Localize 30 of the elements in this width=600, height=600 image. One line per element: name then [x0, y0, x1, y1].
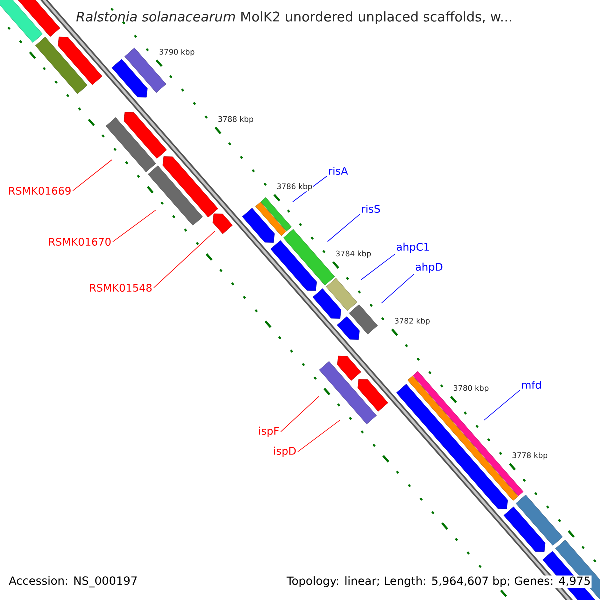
gene-label: RSMK01670: [49, 238, 111, 246]
gene-label: mfd: [522, 380, 542, 390]
gene-block: [148, 166, 204, 226]
gene-label: RSMK01669: [9, 187, 71, 195]
leader-line: [484, 390, 520, 421]
gene-block: [106, 118, 156, 172]
gene-block: [326, 278, 358, 312]
leader-line: [72, 160, 112, 192]
leader-line: [381, 274, 414, 304]
gene-label: ispD: [274, 446, 296, 458]
leader-line: [280, 396, 320, 432]
gene-label: ispF: [260, 426, 279, 438]
footer-text: Topology: linear; Length: 5,964,607 bp; Genes: 4,975: [286, 576, 592, 588]
gene-block: [349, 304, 378, 335]
gene-block: [358, 379, 388, 412]
leader-line: [154, 230, 216, 288]
leader-line: [112, 210, 156, 242]
gene-block: [212, 214, 233, 234]
leader-line: [298, 420, 340, 452]
gene-block: [260, 198, 292, 232]
gene-label: risS: [362, 204, 380, 214]
title: Ralstonia solanacearum MolK2 unordered unplaced scaffolds, w...: [76, 12, 512, 24]
gene-block: [337, 356, 362, 381]
footer-text: Accession: NS_000197: [8, 576, 139, 588]
gene-label: ahpD: [416, 262, 443, 274]
gene-label: risA: [329, 166, 348, 176]
leader-line: [360, 254, 396, 280]
gene-label: RSMK01548: [90, 284, 152, 292]
gene-block: [283, 229, 336, 286]
gene-label: ahpC1: [397, 242, 430, 254]
